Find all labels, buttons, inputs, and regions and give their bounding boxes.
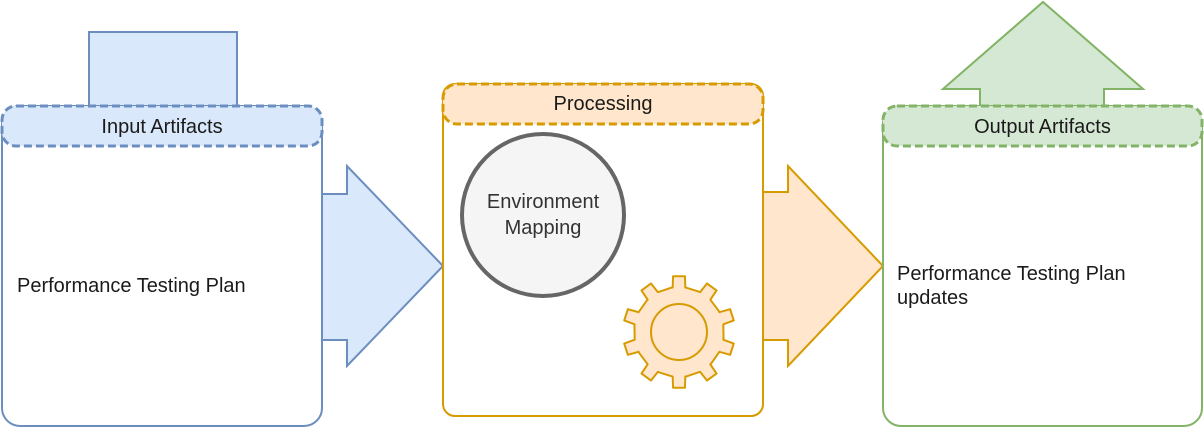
processing-to-output-arrow (762, 163, 885, 369)
output-content-line1: Performance Testing Plan (897, 263, 1126, 285)
output-content-line2: updates (897, 287, 969, 309)
output-header-box (881, 104, 1204, 148)
environment-mapping-line1: Environment (486, 191, 600, 213)
input-header-label: Input Artifacts (101, 116, 223, 138)
processing-header-label: Processing (553, 93, 653, 115)
input-tab-shape (88, 31, 238, 113)
gear-icon (623, 275, 735, 389)
input-to-processing-arrow (321, 163, 445, 369)
input-content-text: Performance Testing Plan (17, 275, 246, 297)
input-header-box (0, 104, 324, 148)
environment-mapping-circle (460, 132, 626, 298)
environment-mapping-line2: Mapping (504, 217, 582, 239)
output-up-arrow (940, 0, 1146, 111)
processing-header-box (441, 82, 765, 126)
output-header-label: Output Artifacts (974, 116, 1111, 138)
output-content-text: Performance Testing Plan updates (897, 262, 1126, 310)
environment-mapping-label: Environment Mapping (462, 189, 624, 241)
input-container (1, 105, 323, 427)
